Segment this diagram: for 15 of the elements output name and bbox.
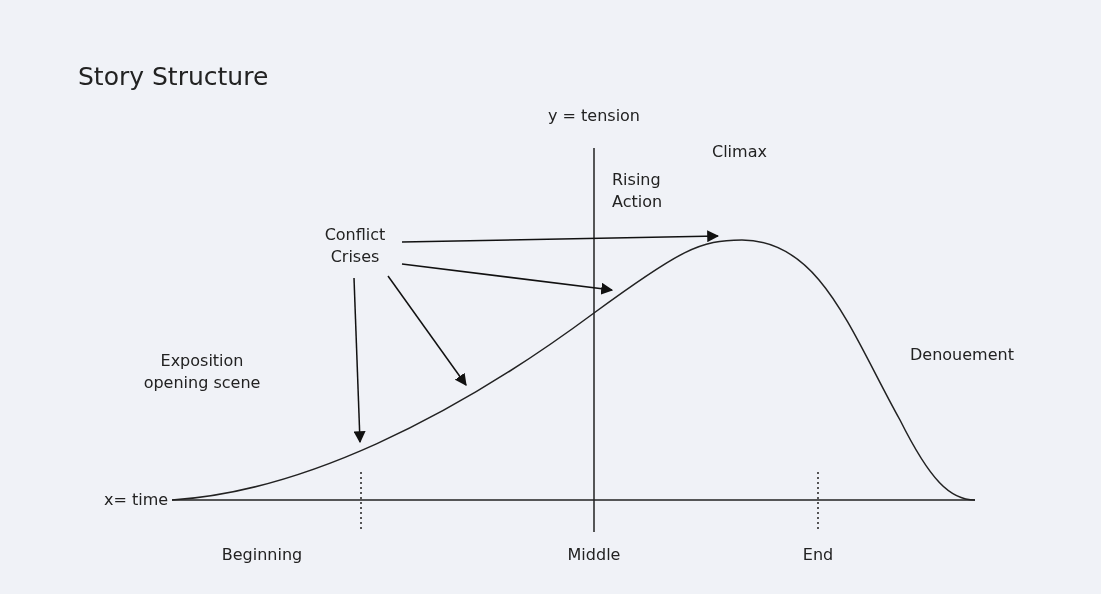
axis-label: Exposition opening scene (142, 350, 262, 394)
axis-label: Denouement (910, 344, 1014, 366)
axis-label: y = tension (547, 105, 641, 127)
callout-text: Conflict Crises (310, 224, 400, 268)
axis-label: x= time (104, 489, 169, 511)
title: Story Structure (78, 62, 269, 91)
arrow (353, 277, 366, 444)
axis-label: Rising Action (612, 169, 664, 213)
arrow (401, 263, 614, 295)
axis-label: End (801, 544, 835, 566)
arrow (387, 275, 467, 386)
axis-label: Beginning (220, 544, 304, 566)
arrow (401, 230, 720, 243)
axis-label: Climax (712, 141, 767, 163)
axis-label: Middle (566, 544, 622, 566)
